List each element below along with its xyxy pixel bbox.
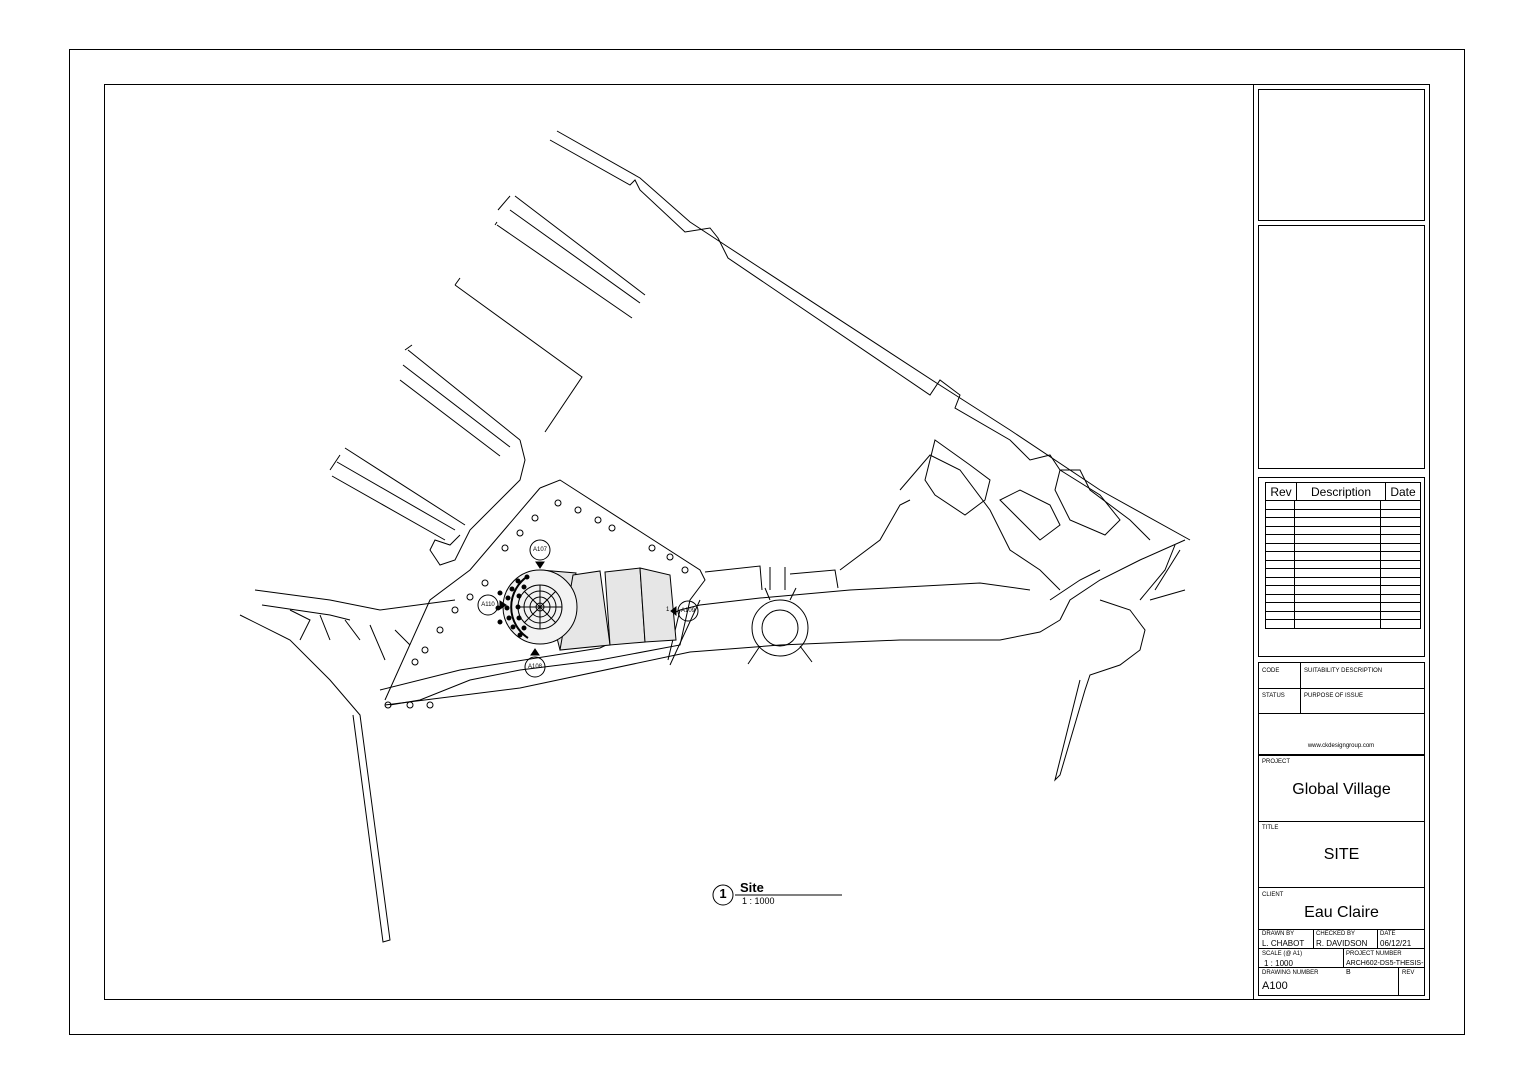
revision-row <box>1265 577 1421 586</box>
view-number-circle <box>712 884 734 906</box>
rev-header: Rev <box>1265 482 1297 501</box>
revision-row <box>1265 603 1421 612</box>
scale-value: 1 : 1000 <box>1264 959 1293 968</box>
callout-south-label: A108 <box>527 664 542 670</box>
rev-label: REV <box>1402 970 1415 976</box>
company-website[interactable]: www.ckdesigngroup.com <box>1307 743 1375 749</box>
client-box: CLIENT Eau Claire <box>1258 887 1425 930</box>
callout-east-number: 1 <box>666 607 670 613</box>
drawing-number-box: DRAWING NUMBER A100 REV <box>1258 967 1425 996</box>
section-callouts <box>477 539 699 678</box>
northeast-road-outline <box>549 139 1151 541</box>
project-label: PROJECT <box>1262 759 1291 765</box>
revision-rows <box>1265 501 1421 629</box>
tree-markers <box>384 499 689 709</box>
title-label: TITLE <box>1262 825 1279 831</box>
status-label: STATUS <box>1262 693 1285 699</box>
checked-by-value: R. DAVIDSON <box>1316 939 1368 948</box>
suitability-label: SUITABILITY DESCRIPTION <box>1304 668 1383 674</box>
drawing-number-value: A100 <box>1262 980 1288 992</box>
revision-box: Rev Description Date <box>1258 477 1425 657</box>
revision-row <box>1265 560 1421 569</box>
view-scale: 1 : 1000 <box>742 896 775 906</box>
drawn-checked-box: DRAWN BY L. CHABOT CHECKED BY R. DAVIDSO… <box>1258 929 1425 949</box>
code-status-box: CODE SUITABILITY DESCRIPTION STATUS PURP… <box>1258 662 1425 714</box>
client-name: Eau Claire <box>1304 904 1379 921</box>
sheet-outer-border <box>69 49 1465 1035</box>
drawn-by-label: DRAWN BY <box>1262 931 1295 937</box>
revision-row <box>1265 586 1421 595</box>
project-box: PROJECT Global Village <box>1258 755 1425 822</box>
client-label: CLIENT <box>1262 892 1284 898</box>
revision-row <box>1265 509 1421 518</box>
description-header: Description <box>1296 482 1386 501</box>
central-building <box>495 567 677 651</box>
revision-row <box>1265 569 1421 578</box>
view-title: Site <box>740 880 764 895</box>
titleblock-divider <box>1253 84 1254 1000</box>
date-label: DATE <box>1380 931 1396 937</box>
drawn-by-value: L. CHABOT <box>1262 939 1305 948</box>
notes-box <box>1258 225 1425 469</box>
plaza-outline <box>389 479 706 706</box>
logo-box <box>1258 89 1425 221</box>
project-number-value: ARCH602-DS5-THESIS-B <box>1346 960 1424 976</box>
revision-row <box>1265 620 1421 629</box>
checked-by-label: CHECKED BY <box>1316 931 1356 937</box>
revision-row <box>1265 526 1421 535</box>
view-number: 1 <box>719 886 727 901</box>
date-value: 06/12/21 <box>1380 939 1412 948</box>
revision-row <box>1265 611 1421 620</box>
revision-row <box>1265 501 1421 510</box>
revision-row <box>1265 552 1421 561</box>
revision-row <box>1265 518 1421 527</box>
revision-row <box>1265 535 1421 544</box>
scale-label: SCALE (@ A1) <box>1262 951 1303 957</box>
drawing-number-label: DRAWING NUMBER <box>1262 970 1319 976</box>
title-box: TITLE SITE <box>1258 821 1425 888</box>
sheet-inner-border <box>104 84 1430 1000</box>
drawing-title: SITE <box>1323 846 1360 863</box>
revision-row <box>1265 543 1421 552</box>
callout-north-label: A107 <box>532 547 547 553</box>
purpose-label: PURPOSE OF ISSUE <box>1304 693 1364 699</box>
date-header: Date <box>1385 482 1421 501</box>
revision-row <box>1265 594 1421 603</box>
callout-east-label: A109 <box>680 608 695 614</box>
callout-west-label: A110 <box>481 602 495 608</box>
project-number-label: PROJECT NUMBER <box>1346 951 1402 957</box>
code-label: CODE <box>1262 668 1280 674</box>
company-box: www.ckdesigngroup.com <box>1258 713 1425 755</box>
scale-projnum-box: SCALE (@ A1) 1 : 1000 PROJECT NUMBER ARC… <box>1258 948 1425 976</box>
project-name: Global Village <box>1292 781 1391 798</box>
revision-table: Rev Description Date <box>1265 482 1421 501</box>
